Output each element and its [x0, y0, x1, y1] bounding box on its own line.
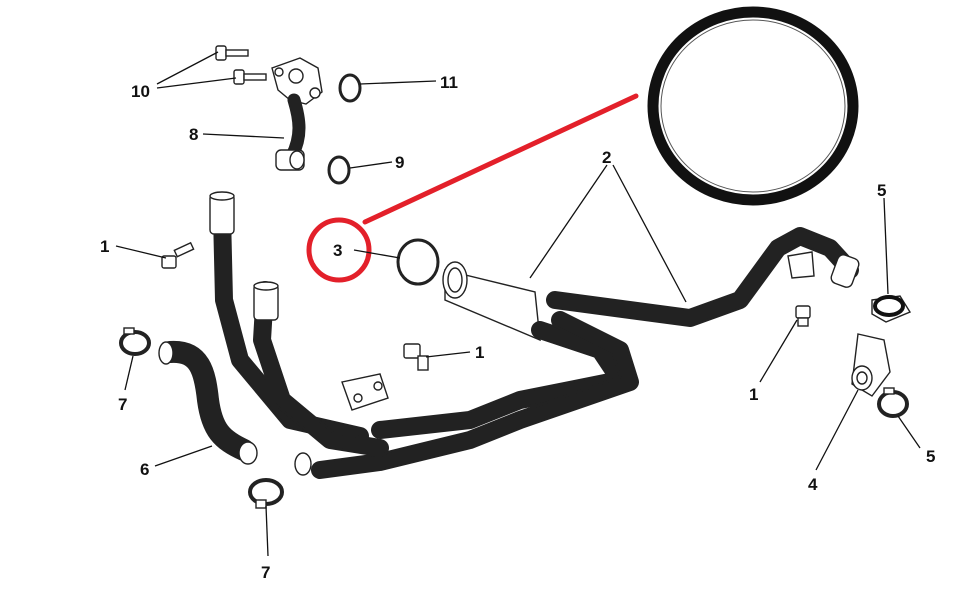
callout-11: 11	[440, 73, 458, 92]
hose-cylinder-body	[442, 261, 541, 342]
bolt-part-1-right	[795, 305, 811, 327]
oring-part-3	[396, 238, 440, 286]
callout-numbers: 10 11 8 9 2 3 5 1 1 1 7 6 7 4 5	[100, 73, 935, 582]
leader-lines	[115, 51, 921, 557]
hose-assembly-part-2	[209, 191, 860, 479]
callout-5-bottom: 5	[926, 447, 935, 466]
callout-6: 6	[140, 460, 149, 479]
callout-10: 10	[131, 82, 150, 101]
outlet-pipe-part-8	[271, 57, 323, 171]
clamp-part-5-top	[871, 295, 912, 323]
elbow-connector-part-4	[851, 333, 891, 397]
callout-3: 3	[333, 241, 342, 260]
callout-1-right: 1	[749, 385, 758, 404]
highlight-pointer-line	[362, 93, 639, 225]
bolt-part-10-lower	[233, 69, 267, 85]
oring-enlarged-view	[647, 6, 859, 206]
callout-7-bottom: 7	[261, 563, 270, 582]
callout-9: 9	[395, 153, 404, 172]
hose-part-6	[158, 340, 258, 465]
callout-4: 4	[808, 475, 818, 494]
bolt-part-10-upper	[215, 45, 249, 61]
oring-part-11	[338, 73, 362, 103]
bolt-part-1-middle	[403, 343, 429, 371]
callout-7-top: 7	[118, 395, 127, 414]
highlight-annotation	[306, 93, 639, 283]
clamp-part-7-top	[119, 327, 151, 356]
clamp-part-5-bottom	[877, 387, 909, 418]
bolt-part-1-left	[161, 241, 195, 269]
oring-part-9	[327, 155, 351, 185]
callout-5-top: 5	[877, 181, 886, 200]
callout-2: 2	[602, 148, 611, 167]
callout-1-left: 1	[100, 237, 109, 256]
clamp-part-7-bottom	[248, 478, 284, 509]
highlight-circle	[306, 217, 372, 283]
callout-8: 8	[189, 125, 198, 144]
callout-1-middle: 1	[475, 343, 484, 362]
